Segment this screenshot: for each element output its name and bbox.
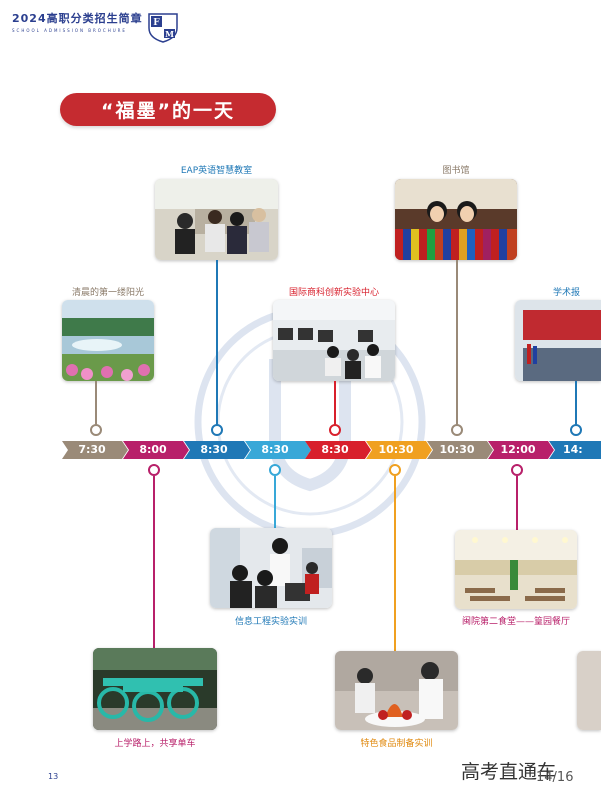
svg-text:M: M — [165, 29, 174, 39]
timeline-time-label: 8:30 — [200, 443, 228, 456]
timeline-connector — [456, 260, 458, 429]
timeline-time-label: 12:00 — [500, 443, 536, 456]
timeline-segment: 10:30 — [427, 441, 493, 459]
page-number: 13 — [48, 772, 59, 781]
canteen-photo — [455, 530, 577, 609]
activity-caption: 特色食品制备实训 — [360, 739, 433, 749]
lecture-photo — [515, 300, 601, 381]
timeline-connector — [274, 476, 276, 528]
timeline-node — [329, 424, 341, 436]
timeline-node — [570, 424, 582, 436]
food-preparation-photo — [335, 651, 458, 730]
activity-caption: EAP英语智慧教室 — [180, 166, 253, 176]
fm-school-crest-icon: F M — [145, 8, 181, 44]
timeline-node — [148, 464, 160, 476]
timeline-time-label: 8:00 — [139, 443, 167, 456]
timeline-time-label: 8:30 — [321, 443, 349, 456]
timeline-time-label: 10:30 — [439, 443, 475, 456]
timeline-time-label: 7:30 — [78, 443, 106, 456]
timeline-connector — [394, 476, 396, 651]
activity-caption: 信息工程实验实训 — [234, 617, 307, 627]
timeline-segment: 8:30 — [305, 441, 371, 459]
shared-bikes-photo — [93, 648, 217, 730]
timeline-segment: 12:00 — [488, 441, 554, 459]
activity-caption: 图书馆 — [442, 166, 470, 176]
cropped-activity-photo — [577, 651, 601, 730]
timeline-segment: 7:30 — [62, 441, 128, 459]
timeline-segment: 14: — [549, 441, 601, 459]
brand-watermark: 高考直通车 — [461, 761, 557, 783]
timeline-node — [451, 424, 463, 436]
library-photo — [395, 179, 517, 260]
activity-caption: 上学路上，共享单车 — [114, 739, 196, 749]
timeline-node — [90, 424, 102, 436]
timeline-time-label: 14: — [563, 443, 583, 456]
timeline-segment: 8:00 — [123, 441, 189, 459]
activity-caption: 清晨的第一缕阳光 — [71, 288, 144, 298]
activity-caption: 闽院第二食堂——篁园餐厅 — [461, 617, 570, 627]
timeline-node — [511, 464, 523, 476]
timeline-segment: 8:30 — [245, 441, 311, 459]
timeline-time-label: 8:30 — [261, 443, 289, 456]
timeline-time-label: 10:30 — [378, 443, 414, 456]
computer-lab-photo — [273, 300, 395, 381]
timeline-connector — [334, 381, 336, 429]
timeline-segment: 8:30 — [184, 441, 250, 459]
timeline-connector — [95, 381, 97, 429]
engineering-lab-photo — [210, 528, 332, 608]
classroom-photo — [155, 179, 278, 260]
timeline-node — [211, 424, 223, 436]
timeline-connector — [153, 476, 155, 648]
timeline-connector — [575, 381, 577, 429]
svg-text:F: F — [153, 18, 160, 28]
section-title: “福墨”的一天 — [60, 93, 276, 126]
timeline-node — [389, 464, 401, 476]
page-fraction: 14/16 — [536, 770, 574, 785]
sunrise-photo — [62, 300, 154, 381]
activity-caption: 国际商科创新实验中心 — [288, 288, 379, 298]
activity-caption: 学术报 — [553, 288, 581, 298]
timeline-segment: 10:30 — [366, 441, 432, 459]
timeline-connector — [216, 260, 218, 429]
timeline-node — [269, 464, 281, 476]
timeline-connector — [516, 476, 518, 530]
brochure-subtitle: SCHOOL ADMISSION BROCHURE — [12, 28, 127, 33]
brochure-title: 2024高职分类招生简章 — [12, 12, 143, 25]
